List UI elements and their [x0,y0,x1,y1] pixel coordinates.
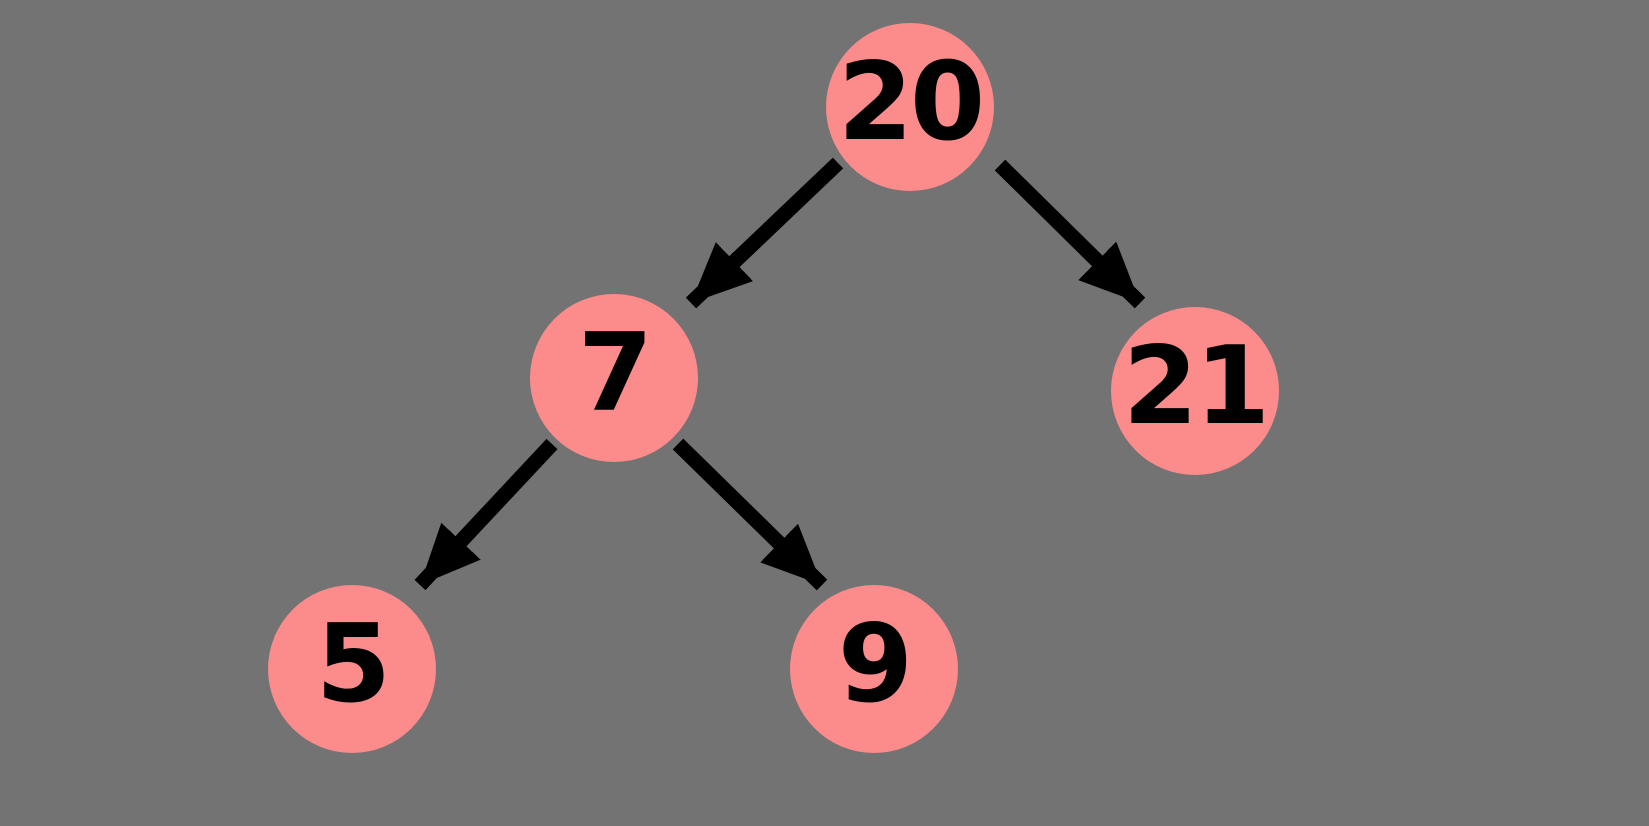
tree-node-7: 7 [530,294,698,462]
tree-node-5: 5 [268,585,436,753]
edge-20-21-arrow [994,159,1146,309]
node-value: 21 [1122,324,1270,449]
node-value: 5 [315,602,391,727]
tree-node-9: 9 [790,585,958,753]
edge-7-9-arrow [672,438,828,591]
tree-node-20: 20 [826,23,994,191]
node-value: 9 [837,602,913,727]
edge-20-7-arrow [685,157,844,309]
node-value: 7 [577,311,653,436]
tree-node-21: 21 [1111,307,1279,475]
node-value: 20 [837,40,985,165]
edge-7-5-arrow [414,438,558,591]
